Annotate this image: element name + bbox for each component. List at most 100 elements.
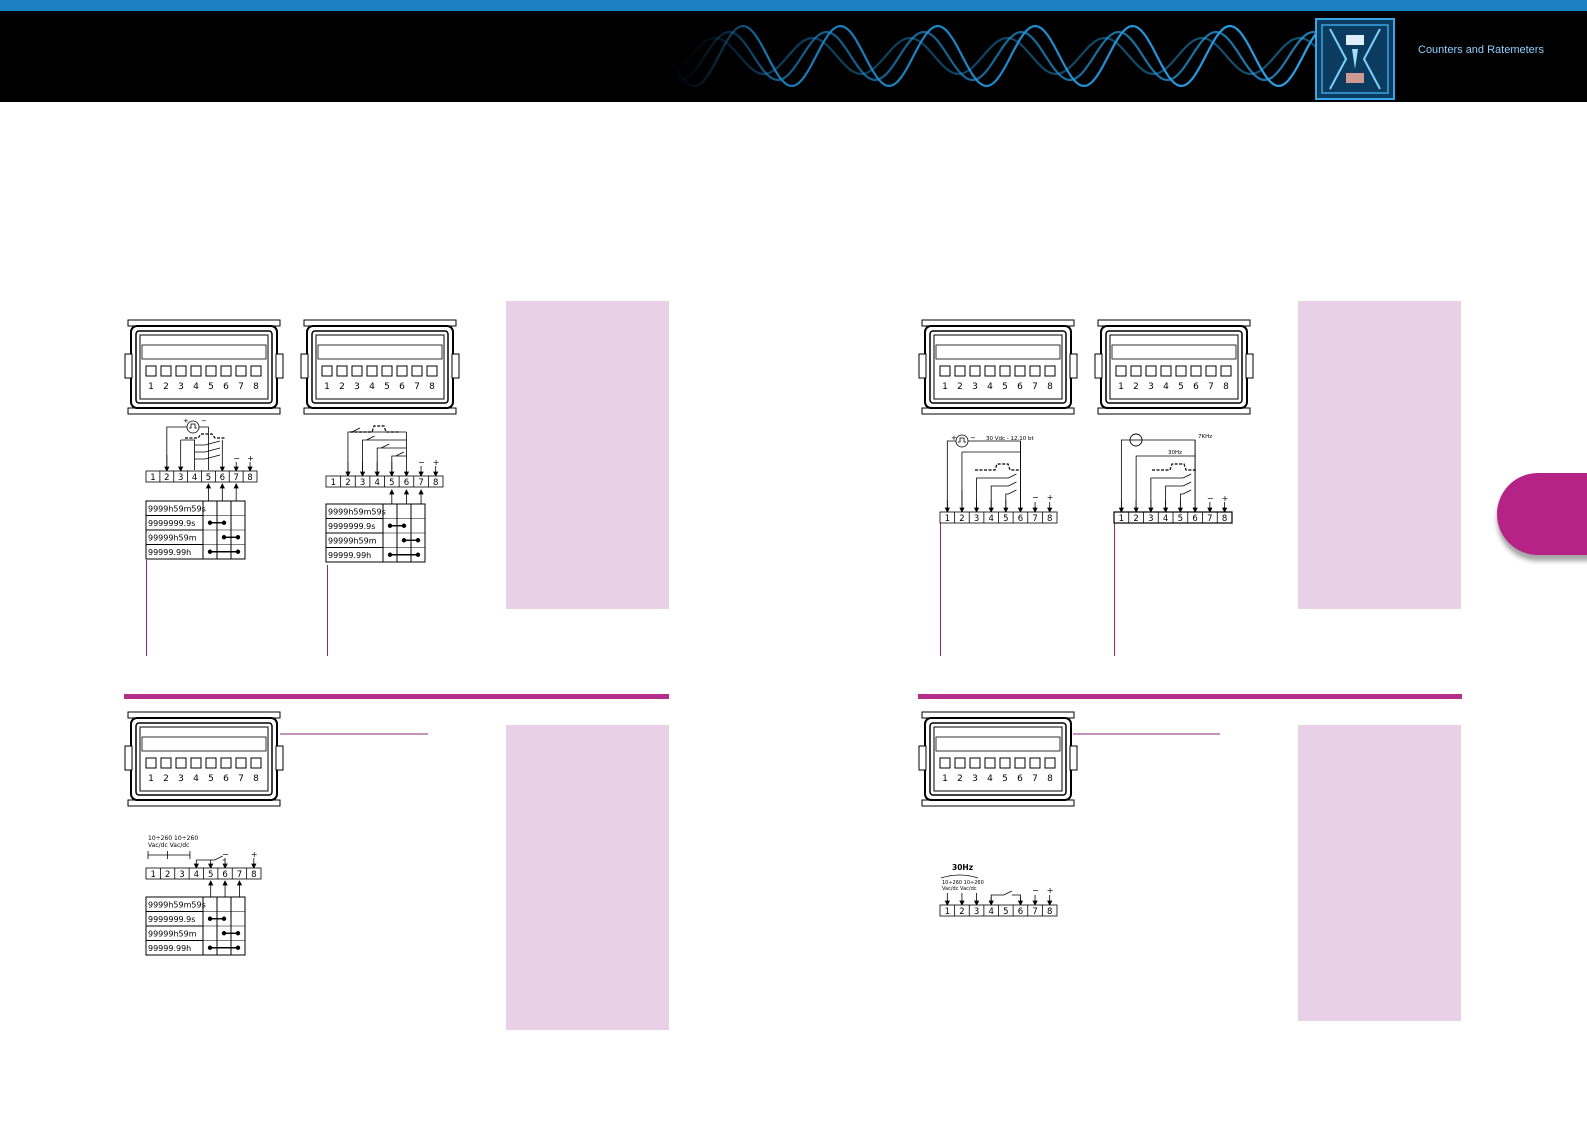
arrow-head (403, 471, 410, 477)
terminal-number: 4 (987, 382, 993, 392)
jumper-dot (207, 520, 213, 525)
display-digit (999, 365, 1011, 377)
arrow-head (944, 900, 950, 906)
terminal-number: 8 (1047, 774, 1053, 784)
terminal-label: 3 (974, 514, 979, 524)
arrow-head (389, 489, 395, 495)
arrow-head (205, 483, 212, 489)
display-digit (175, 757, 187, 769)
switch-line (366, 435, 375, 441)
terminal-label: 6 (220, 473, 225, 483)
arrow-head (1047, 900, 1053, 906)
leader-line (327, 565, 328, 656)
display-digit (1160, 365, 1172, 377)
display-digit (336, 365, 348, 377)
arrow-head (178, 466, 184, 472)
jumper-dot (235, 931, 241, 936)
terminal-label: 1 (945, 514, 950, 524)
jumper-dot (207, 916, 213, 921)
side-clip (1245, 353, 1254, 379)
arrow-head (251, 863, 257, 869)
terminal-number: 2 (163, 382, 169, 392)
terminal-label: 6 (404, 478, 409, 488)
terminal-number: 7 (414, 382, 420, 392)
bezel (929, 330, 1067, 404)
bezel-inner (933, 334, 1063, 400)
terminal-number: 7 (238, 774, 244, 784)
polarity-mark: + (433, 458, 440, 467)
display-digit (366, 365, 378, 377)
arrow-head (1207, 507, 1213, 513)
display-digit (1029, 757, 1041, 769)
supply-range-label: Vac/dc Vac/dc (942, 886, 977, 892)
terminal-label: 5 (1178, 514, 1183, 524)
terminal-label: 8 (433, 478, 438, 488)
waveform-line (669, 36, 1319, 76)
jumper-dot (235, 945, 241, 950)
switch-line (1165, 481, 1192, 512)
range-option-label: 99999h59m (328, 537, 377, 546)
terminal-label: 2 (959, 907, 964, 917)
display-digit (145, 757, 157, 769)
terminal-label: 8 (1222, 514, 1227, 524)
terminal-number: 3 (972, 774, 978, 784)
display-digit (1205, 365, 1217, 377)
polarity-mark: − (1032, 886, 1039, 895)
display-digit (250, 757, 262, 769)
waveform-line (669, 24, 1319, 88)
terminal-label: 1 (945, 907, 950, 917)
terminal-number: 7 (238, 382, 244, 392)
terminal-label: 7 (1207, 514, 1212, 524)
terminal-label: 6 (222, 870, 227, 880)
side-clip (124, 745, 133, 771)
terminal-number: 8 (1047, 382, 1053, 392)
arrow-head (1017, 900, 1024, 906)
display-digit (396, 365, 408, 377)
wire (1120, 439, 1196, 512)
switch-line (990, 890, 1021, 905)
terminal-number: 6 (1017, 382, 1023, 392)
terminal-label: 5 (1003, 514, 1008, 524)
jumper-dot (207, 549, 213, 554)
wire (180, 439, 195, 470)
terminal-number: 1 (324, 382, 330, 392)
display-digit (411, 365, 423, 377)
side-clip (1069, 745, 1078, 771)
display-digit (220, 757, 232, 769)
side-clip (300, 353, 309, 379)
terminal-label: 3 (360, 478, 365, 488)
display-digit (984, 757, 996, 769)
jumper-dot (221, 520, 227, 525)
display-window (141, 344, 267, 360)
side-clip (275, 745, 284, 771)
display-digit (954, 365, 966, 377)
polarity-mark: + (1047, 886, 1054, 895)
frequency-label: 30Hz (1168, 450, 1182, 456)
info-panel (1298, 725, 1461, 1021)
switch-line (1150, 473, 1192, 512)
supply-range-label: Vac/dc Vac/dc (148, 842, 189, 849)
terminal-number: 8 (253, 382, 259, 392)
terminal-label: 3 (974, 907, 979, 917)
arrow-head (433, 471, 439, 477)
terminal-label: 4 (1163, 514, 1168, 524)
terminal-number: 7 (1208, 382, 1214, 392)
terminal-number: 3 (178, 382, 184, 392)
display-window (1111, 344, 1237, 360)
bezel (135, 722, 273, 796)
terminal-label: 1 (331, 478, 336, 488)
polarity-mark: − (233, 454, 240, 463)
jumper-dot (221, 931, 227, 936)
arrow-head (1003, 507, 1009, 513)
jumper-dot (235, 549, 241, 554)
arrow-head (345, 471, 351, 477)
polarity-mark: − (201, 417, 207, 425)
side-clip (451, 353, 460, 379)
wire (1135, 455, 1196, 512)
